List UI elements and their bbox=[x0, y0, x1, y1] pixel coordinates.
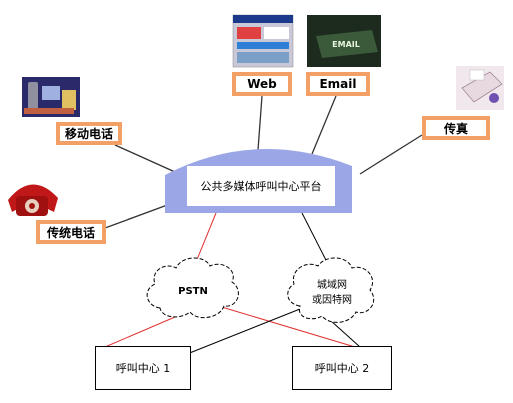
link-web-platform bbox=[257, 95, 263, 151]
link-mobile-platform bbox=[114, 144, 176, 173]
fax-label: 传真 bbox=[422, 116, 490, 140]
pstn-cloud-shape bbox=[146, 257, 239, 319]
fax-machine-thumbnail bbox=[456, 66, 504, 110]
email-label: Email bbox=[306, 72, 370, 96]
web-label: Web bbox=[232, 72, 292, 96]
platform-label: 公共多媒体呼叫中心平台 bbox=[201, 179, 322, 193]
pstn-cloud: PSTN bbox=[146, 257, 239, 319]
link-pstn-center1 bbox=[104, 316, 176, 348]
internet-label-line2: 或因特网 bbox=[312, 294, 352, 306]
link-pstn-center2 bbox=[214, 304, 356, 348]
email-screen-text: EMAIL bbox=[332, 40, 360, 49]
email-screen-thumbnail: EMAIL bbox=[307, 15, 381, 67]
link-platform-pstn bbox=[195, 212, 217, 263]
landline-phone-label: 传统电话 bbox=[36, 220, 106, 244]
platform-node: 公共多媒体呼叫中心平台 bbox=[165, 149, 352, 213]
link-fax-platform bbox=[359, 134, 423, 175]
link-internet-center2 bbox=[329, 319, 361, 348]
link-landline-platform bbox=[104, 203, 171, 229]
mobile-devices-thumbnail bbox=[22, 77, 80, 117]
link-internet-center1 bbox=[171, 306, 306, 361]
mobile-phone-label: 移动电话 bbox=[56, 122, 122, 145]
red-telephone-thumbnail bbox=[8, 184, 58, 216]
web-screenshot-thumbnail bbox=[232, 14, 294, 68]
call-center-1: 呼叫中心 1 bbox=[95, 346, 191, 390]
internet-label-line1: 城域网 bbox=[317, 278, 347, 291]
link-platform-internet bbox=[301, 212, 331, 269]
platform-label-box bbox=[187, 166, 335, 206]
call-center-2: 呼叫中心 2 bbox=[292, 346, 392, 390]
link-email-platform bbox=[311, 95, 337, 155]
internet-cloud: 城域网 或因特网 bbox=[287, 257, 375, 323]
pstn-label: PSTN bbox=[178, 286, 208, 297]
internet-cloud-shape bbox=[287, 257, 375, 323]
